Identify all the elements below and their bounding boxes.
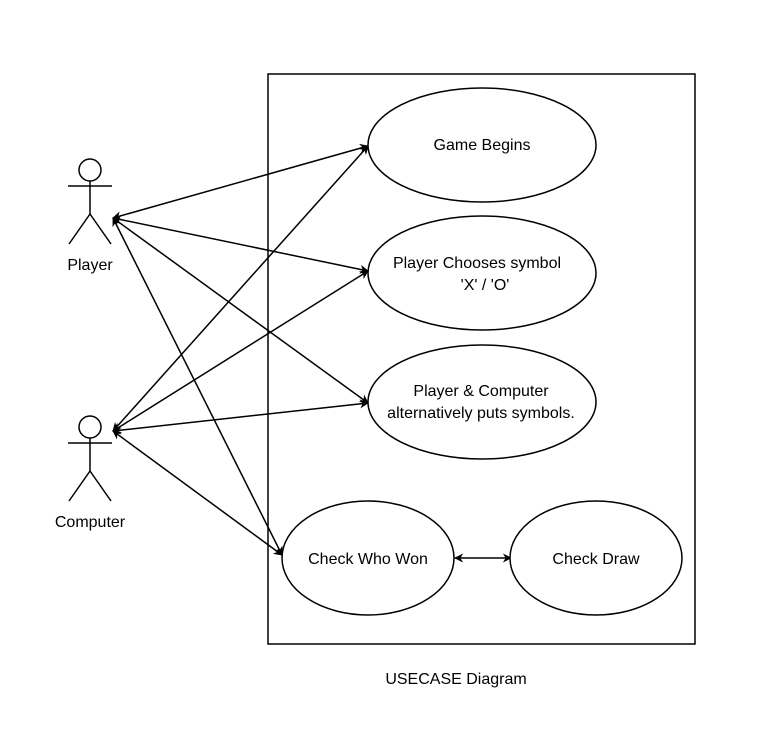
stick-figure-icon xyxy=(68,158,112,245)
usecase-check-draw: Check Draw xyxy=(509,500,683,616)
associations xyxy=(112,143,512,563)
actor-label: Player xyxy=(67,257,113,274)
usecase-label: Check Draw xyxy=(552,551,640,568)
usecase-put-symbols: Player & Computer alternatively puts sym… xyxy=(367,344,597,460)
usecase-game-begins: Game Begins xyxy=(367,87,597,203)
association-computer-to-check-who-won xyxy=(112,430,283,556)
usecase-label-line-2: 'X' / 'O' xyxy=(461,277,510,294)
association-computer-to-put-symbols xyxy=(112,399,369,435)
usecase-choose-symbol: Player Chooses symbol 'X' / 'O' xyxy=(367,215,597,331)
usecase-label: Check Who Won xyxy=(308,551,428,568)
usecase-label-line-2: alternatively puts symbols. xyxy=(387,405,575,422)
actor-label: Computer xyxy=(55,514,126,531)
usecase-label-line-1: Player Chooses symbol xyxy=(393,255,561,272)
stick-figure-icon xyxy=(68,415,112,502)
actor-computer: Computer xyxy=(55,415,126,531)
diagram-caption: USECASE Diagram xyxy=(385,671,526,688)
usecase-label-line-1: Player & Computer xyxy=(413,383,549,400)
usecase-label: Game Begins xyxy=(434,137,531,154)
actor-player: Player xyxy=(67,158,113,274)
association-player-to-check-who-won xyxy=(112,217,283,556)
usecase-check-who-won: Check Who Won xyxy=(281,500,455,616)
